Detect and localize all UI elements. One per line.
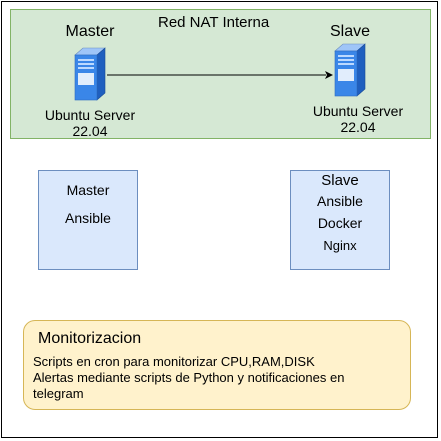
monitoring-line-3: telegram — [33, 386, 84, 401]
slave-os-line1: Ubuntu Server — [312, 103, 404, 119]
monitoring-line-1: Scripts en cron para monitorizar CPU,RAM… — [33, 354, 315, 369]
master-box-item: Ansible — [65, 210, 111, 226]
slave-box-item-nginx: Nginx — [323, 238, 357, 253]
master-role-box — [38, 170, 138, 270]
slave-box-item-docker: Docker — [317, 215, 363, 231]
slave-box-item-ansible: Ansible — [317, 193, 363, 209]
slave-os-line2: 22.04 — [340, 119, 376, 135]
slave-role-box — [290, 170, 390, 270]
nat-title: Red NAT Interna — [158, 14, 270, 31]
master-os-line2: 22.04 — [72, 123, 108, 139]
master-os-line1: Ubuntu Server — [44, 107, 136, 123]
monitoring-title: Monitorizacion — [38, 330, 142, 347]
slave-box-title: Slave — [321, 172, 359, 189]
master-box-title: Master — [66, 182, 110, 198]
slave-node-label: Slave — [329, 23, 371, 40]
monitoring-line-2: Alertas mediante scripts de Python y not… — [33, 370, 345, 385]
slave-server-icon — [334, 43, 366, 97]
monitoring-box — [23, 320, 411, 410]
master-node-label: Master — [65, 23, 115, 40]
master-server-icon — [74, 47, 106, 101]
